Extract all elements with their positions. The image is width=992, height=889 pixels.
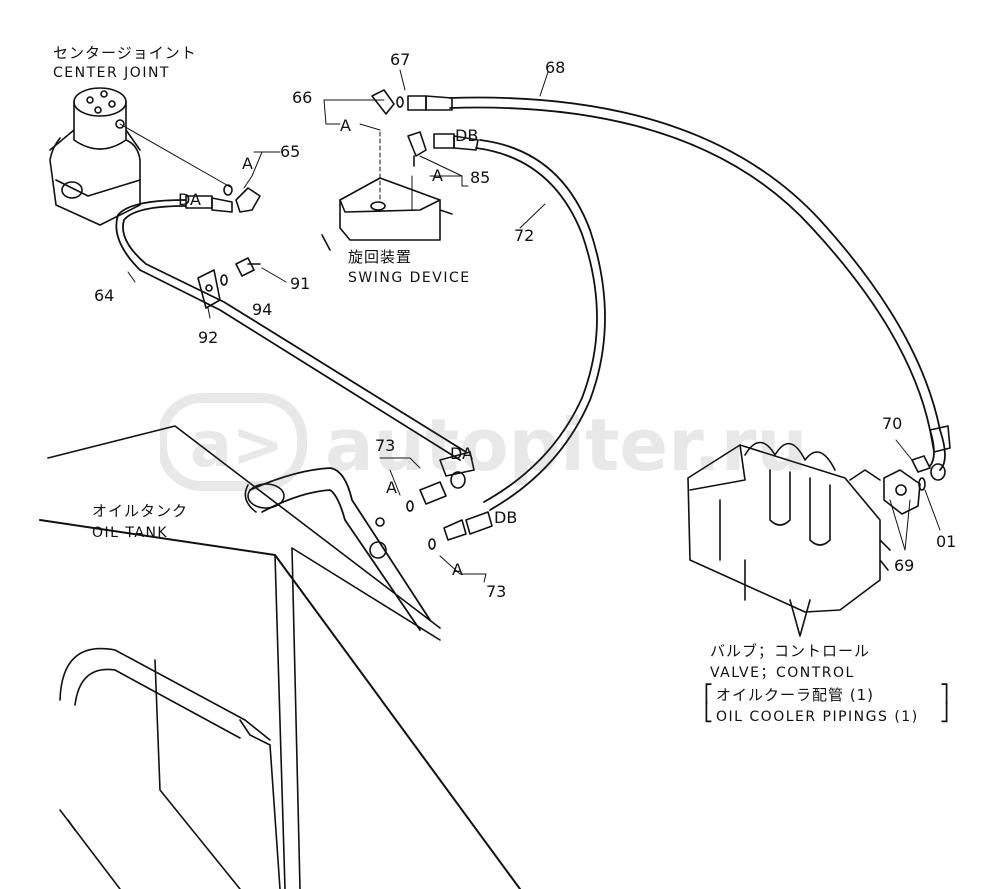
bracket-right-bottom: ⎦ bbox=[940, 702, 950, 723]
hose-72 bbox=[407, 131, 606, 511]
callout-73-upper: 73 bbox=[375, 436, 396, 455]
callout-01: 01 bbox=[936, 532, 957, 551]
bolt-91 bbox=[220, 257, 287, 286]
callout-92: 92 bbox=[198, 328, 219, 347]
callout-68: 68 bbox=[545, 58, 566, 77]
callout-69: 69 bbox=[894, 556, 915, 575]
callout-66: 66 bbox=[292, 88, 313, 107]
bracket-right-top: ⎤ bbox=[940, 684, 950, 705]
svg-text:a>: a> bbox=[190, 408, 284, 481]
callout-64: 64 bbox=[94, 286, 115, 305]
callout-73-lower: 73 bbox=[486, 582, 507, 601]
clamp-92 bbox=[197, 269, 221, 319]
watermark-logo-icon: a> autopiter.ru bbox=[157, 393, 808, 491]
center-joint bbox=[49, 87, 233, 226]
tag-a-73-lower: A bbox=[452, 560, 463, 579]
callout-70: 70 bbox=[882, 414, 903, 433]
tag-a-73-upper: A bbox=[386, 478, 397, 497]
swing-device bbox=[321, 131, 453, 251]
tag-a-66: A bbox=[340, 116, 351, 135]
watermark-text: autopiter.ru bbox=[325, 403, 808, 487]
tag-a-85: A bbox=[432, 166, 443, 185]
center-joint-label-jp: センタージョイント bbox=[53, 44, 197, 62]
center-joint-label: CENTER JOINT bbox=[53, 65, 170, 81]
callout-72: 72 bbox=[514, 226, 535, 245]
callout-94: 94 bbox=[252, 300, 273, 319]
oil-tank-label-jp: オイルタンク bbox=[92, 502, 189, 520]
swing-device-label-jp: 旋回装置 bbox=[348, 248, 413, 266]
swing-device-label: SWING DEVICE bbox=[348, 270, 471, 286]
callout-85: 85 bbox=[470, 168, 491, 187]
flange-69 bbox=[883, 455, 946, 551]
valve-label-jp: バルブ；コントロール bbox=[710, 642, 871, 660]
callout-91: 91 bbox=[290, 274, 311, 293]
callout-65: 65 bbox=[280, 142, 301, 161]
valve-label: VALVE；CONTROL bbox=[710, 665, 855, 681]
bracket-left-bottom: ⎣ bbox=[704, 702, 714, 723]
cooler-label-jp: オイルクーラ配管 (1) bbox=[716, 686, 875, 704]
fittings-73 bbox=[406, 451, 493, 550]
tag-db-tank: DB bbox=[494, 508, 518, 527]
control-valve bbox=[687, 441, 891, 637]
callout-67: 67 bbox=[390, 50, 411, 69]
tag-a-65: A bbox=[242, 154, 253, 173]
hose-68 bbox=[371, 89, 951, 471]
oil-tank-label: OIL TANK bbox=[92, 525, 169, 541]
oil-tank bbox=[39, 425, 521, 889]
elbow-65 bbox=[223, 184, 261, 213]
bracket-left-top: ⎡ bbox=[704, 684, 714, 705]
hose-64 bbox=[115, 195, 467, 461]
tag-da-tank: DA bbox=[450, 444, 473, 463]
leader-lines bbox=[127, 69, 913, 583]
tag-da-center: DA bbox=[178, 190, 201, 209]
watermark: a> autopiter.ru bbox=[157, 392, 840, 492]
tag-db-swing: DB bbox=[455, 126, 479, 145]
cooler-label: OIL COOLER PIPINGS (1) bbox=[716, 709, 919, 725]
